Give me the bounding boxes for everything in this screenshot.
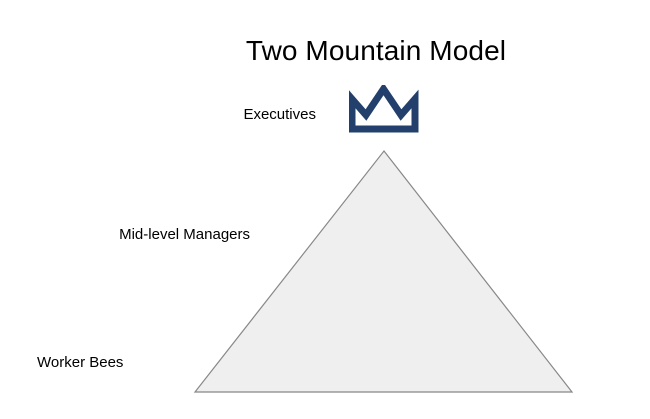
crown-icon [349, 85, 421, 133]
pyramid-triangle[interactable] [193, 150, 574, 393]
tier-label-worker-bees: Worker Bees [37, 354, 124, 371]
tier-label-mid-level-managers: Mid-level Managers [119, 226, 250, 243]
crown-outline [349, 85, 419, 133]
tier-label-executives: Executives [243, 106, 316, 123]
page-title: Two Mountain Model [245, 35, 507, 66]
